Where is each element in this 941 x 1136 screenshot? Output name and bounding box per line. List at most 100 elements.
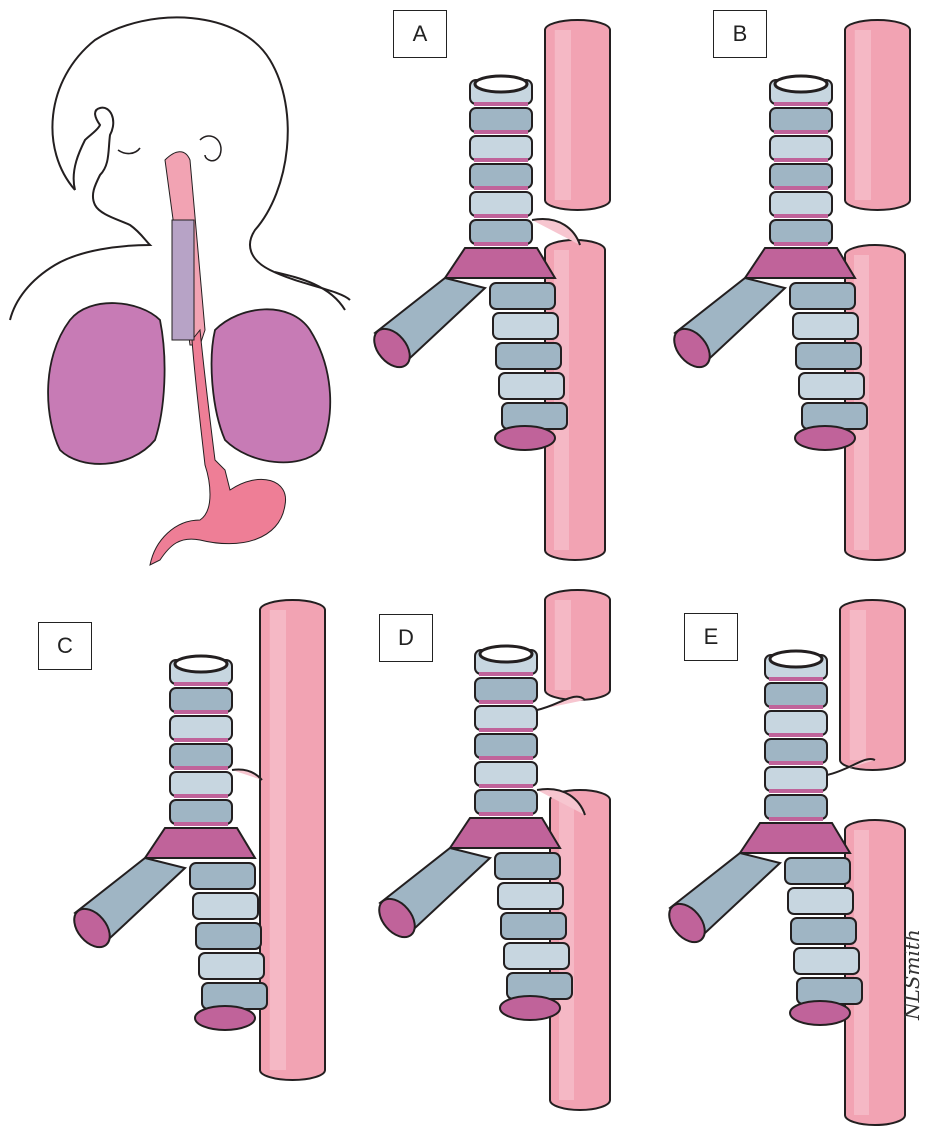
trachea-right-ring [793, 313, 858, 339]
upper-esophageal-pouch-highlight [855, 30, 871, 200]
trachea-right-ring [502, 403, 567, 429]
closed-eye [118, 148, 140, 154]
trachea-ring-gap [174, 710, 228, 714]
trachea-ring-gap [769, 761, 823, 765]
trachea-ring [170, 744, 232, 768]
trachea-ring-gap [474, 158, 528, 162]
trachea-ring [765, 795, 827, 819]
trachea-right-ring [495, 853, 560, 879]
trachea-ring [470, 136, 532, 160]
trachea-ring [475, 790, 537, 814]
upper-esophageal-pouch-highlight [850, 610, 866, 760]
panel-label-c: C [38, 622, 92, 670]
trachea-opening [480, 646, 532, 662]
trachea-ring [475, 706, 537, 730]
trachea-right-bronchus-end [795, 426, 855, 450]
trachea-right-bronchus-end [790, 1001, 850, 1025]
trachea-right-ring [196, 923, 261, 949]
trachea-ring-gap [774, 242, 828, 246]
trachea-ring-gap [174, 822, 228, 826]
trachea-right-ring [796, 343, 861, 369]
fistula [532, 219, 580, 245]
trachea-ring [470, 164, 532, 188]
trachea-ring [770, 136, 832, 160]
head-outline [52, 17, 350, 300]
trachea-ring [170, 688, 232, 712]
trachea-right-ring [490, 283, 555, 309]
trachea [172, 220, 194, 340]
trachea-ring [765, 711, 827, 735]
trachea-ring [470, 192, 532, 216]
trachea-carina [450, 818, 560, 848]
trachea-ring-gap [774, 102, 828, 106]
h-type-fistula [232, 769, 262, 780]
trachea-ring-gap [474, 130, 528, 134]
signature-text: NLSmith [900, 929, 924, 1020]
trachea-ring-gap [174, 794, 228, 798]
trachea-ring [765, 683, 827, 707]
trachea-right-ring [193, 893, 258, 919]
trachea-ring [475, 734, 537, 758]
trachea-right-ring [199, 953, 264, 979]
trachea-ring-gap [479, 728, 533, 732]
trachea-ring-gap [774, 130, 828, 134]
trachea-right-ring [797, 978, 862, 1004]
trachea-ring [765, 767, 827, 791]
trachea-ring-gap [479, 700, 533, 704]
artist-signature: NLSmith [900, 980, 941, 1020]
trachea-ring [765, 739, 827, 763]
right-shoulder [275, 272, 345, 310]
ear [200, 136, 221, 161]
trachea-right-ring [507, 973, 572, 999]
trachea-ring-gap [769, 677, 823, 681]
trachea-ring [770, 192, 832, 216]
trachea-opening [770, 651, 822, 667]
variant-diagrams [67, 20, 910, 1125]
trachea-ring [475, 762, 537, 786]
upper-esophageal-pouch-highlight [555, 30, 571, 200]
trachea-ring-gap [769, 705, 823, 709]
trachea-ring-gap [479, 812, 533, 816]
trachea-right-ring [501, 913, 566, 939]
variant-d [372, 590, 610, 1110]
trachea-ring-gap [174, 682, 228, 686]
trachea-ring [170, 716, 232, 740]
trachea-ring-gap [174, 766, 228, 770]
trachea-ring [770, 108, 832, 132]
trachea-ring-gap [769, 733, 823, 737]
panel-label-b: B [713, 10, 767, 58]
trachea-carina [745, 248, 855, 278]
trachea-carina [145, 828, 255, 858]
panel-label-e: E [684, 613, 738, 661]
trachea-right-ring [785, 858, 850, 884]
trachea-opening [475, 76, 527, 92]
trachea-ring-gap [474, 214, 528, 218]
trachea-right-ring [802, 403, 867, 429]
continuous-esophagus-highlight [270, 610, 286, 1070]
variant-e [662, 600, 905, 1125]
trachea-right-ring [190, 863, 255, 889]
face-profile [10, 108, 150, 320]
variant-b [667, 20, 910, 560]
trachea-ring-gap [774, 158, 828, 162]
trachea-carina [445, 248, 555, 278]
trachea-ring [770, 220, 832, 244]
trachea-ring-gap [474, 242, 528, 246]
infant-anatomy [10, 17, 350, 565]
trachea-right-ring [496, 343, 561, 369]
trachea-ring-gap [769, 817, 823, 821]
trachea-right-ring [799, 373, 864, 399]
trachea-ring [470, 108, 532, 132]
trachea-ring-gap [474, 102, 528, 106]
trachea-ring-gap [479, 756, 533, 760]
trachea-right-ring [504, 943, 569, 969]
trachea-ring-gap [174, 738, 228, 742]
trachea-ring-gap [769, 789, 823, 793]
trachea-right-ring [202, 983, 267, 1009]
right-lung [212, 309, 331, 462]
trachea-carina [740, 823, 850, 853]
trachea-right-bronchus-end [195, 1006, 255, 1030]
trachea-right-ring [493, 313, 558, 339]
